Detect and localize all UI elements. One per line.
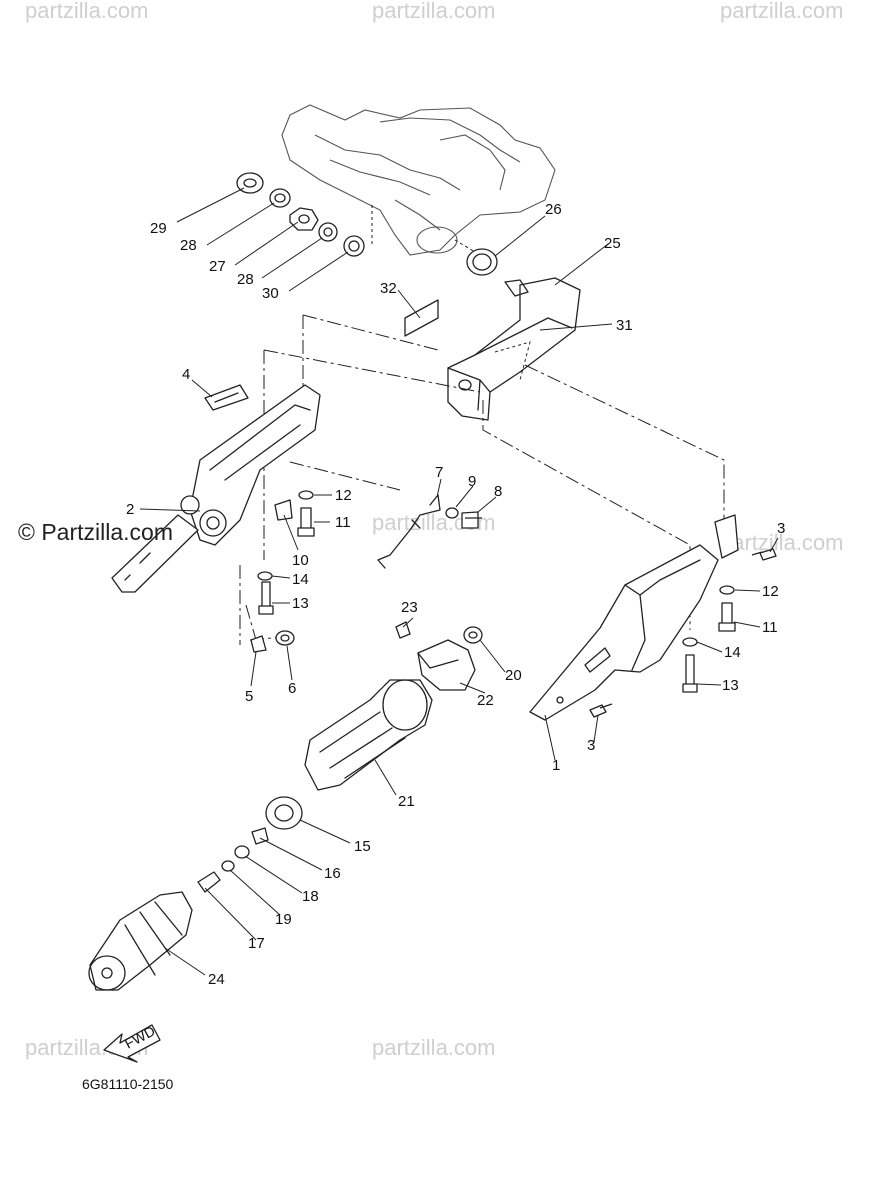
bolt-11 <box>297 507 315 537</box>
callout-2: 2 <box>126 501 134 518</box>
callout-12: 12 <box>762 583 779 600</box>
callout-labels: 1 2 3 3 4 5 6 7 8 9 10 11 11 12 12 13 13… <box>126 201 785 988</box>
watermark: partzilla.com <box>372 0 495 23</box>
callout-9: 9 <box>468 473 476 490</box>
callout-22: 22 <box>477 692 494 709</box>
leader-lines <box>139 187 779 976</box>
callout-11: 11 <box>762 619 778 636</box>
callout-19: 19 <box>275 911 292 928</box>
callout-21: 21 <box>398 793 415 810</box>
callout-20: 20 <box>505 667 522 684</box>
washer-9 <box>445 507 459 519</box>
callout-5: 5 <box>245 688 253 705</box>
throttle-grip-21 <box>304 679 433 791</box>
callout-27: 27 <box>209 258 226 275</box>
bracket-hardware <box>250 490 315 653</box>
callout-18: 18 <box>302 888 319 905</box>
washer-18 <box>234 845 250 859</box>
steering-handle-1 <box>529 514 777 721</box>
callout-1: 1 <box>552 757 560 774</box>
bottom-cowling-outline <box>281 104 556 256</box>
callout-14: 14 <box>292 571 309 588</box>
bushing-26 <box>466 248 498 276</box>
callout-29: 29 <box>150 220 167 237</box>
callout-12: 12 <box>335 487 352 504</box>
callout-16: 16 <box>324 865 341 882</box>
callout-24: 24 <box>208 971 225 988</box>
callout-28: 28 <box>237 271 254 288</box>
throttle-cam-22 <box>417 639 476 691</box>
callout-4: 4 <box>182 366 190 383</box>
callout-23: 23 <box>401 599 418 616</box>
callout-3: 3 <box>587 737 595 754</box>
screw-17 <box>197 871 221 893</box>
bolt-11b <box>718 602 736 632</box>
callout-15: 15 <box>354 838 371 855</box>
callout-32: 32 <box>380 280 397 297</box>
shift-rod <box>111 514 199 593</box>
bolt-13 <box>258 581 274 615</box>
callout-3: 3 <box>777 520 785 537</box>
plate-27 <box>289 207 319 231</box>
grommet-10 <box>274 499 293 521</box>
diagram-code: 6G81110-2150 <box>82 1076 174 1092</box>
callout-25: 25 <box>604 235 621 252</box>
screw-3b <box>589 703 613 718</box>
bolt-23 <box>395 621 411 639</box>
watermark: partzilla.com <box>25 0 148 23</box>
cap-15 <box>265 796 303 830</box>
collar-6 <box>275 630 295 646</box>
washer-28b <box>318 222 338 242</box>
callout-10: 10 <box>292 552 309 569</box>
fwd-arrow: FWD <box>103 1023 161 1063</box>
bracket-25 <box>447 277 581 421</box>
washer-14b <box>682 637 698 647</box>
callout-26: 26 <box>545 201 562 218</box>
plate-32 <box>404 299 439 337</box>
callout-13: 13 <box>722 677 739 694</box>
callout-31: 31 <box>616 317 633 334</box>
washer-14 <box>257 571 273 581</box>
callout-6: 6 <box>288 680 296 697</box>
throttle-link <box>377 494 482 569</box>
nut-20 <box>463 626 483 644</box>
callout-28: 28 <box>180 237 197 254</box>
partzilla-brand-text: © Partzilla.com <box>18 519 173 545</box>
grip-assembly <box>88 621 483 991</box>
washer-12 <box>298 490 314 500</box>
washer-12b <box>719 585 735 595</box>
callout-7: 7 <box>435 464 443 481</box>
washer-19 <box>221 860 235 872</box>
grip-24 <box>89 891 193 991</box>
watermark: partzilla.com <box>720 0 843 23</box>
callout-11: 11 <box>335 514 351 531</box>
callout-14: 14 <box>724 644 741 661</box>
callout-13: 13 <box>292 595 309 612</box>
callout-8: 8 <box>494 483 502 500</box>
watermark: partzilla.com <box>720 530 843 555</box>
bolt-13b <box>682 654 698 693</box>
callout-30: 30 <box>262 285 279 302</box>
nipple-5 <box>250 635 267 653</box>
watermark: partzilla.com <box>372 1035 495 1060</box>
callout-17: 17 <box>248 935 265 952</box>
spring-16 <box>251 827 269 845</box>
steering-bracket-2 <box>111 384 321 593</box>
washer-30 <box>343 235 365 257</box>
washer-28 <box>269 188 291 208</box>
bolt-8 <box>461 511 482 529</box>
